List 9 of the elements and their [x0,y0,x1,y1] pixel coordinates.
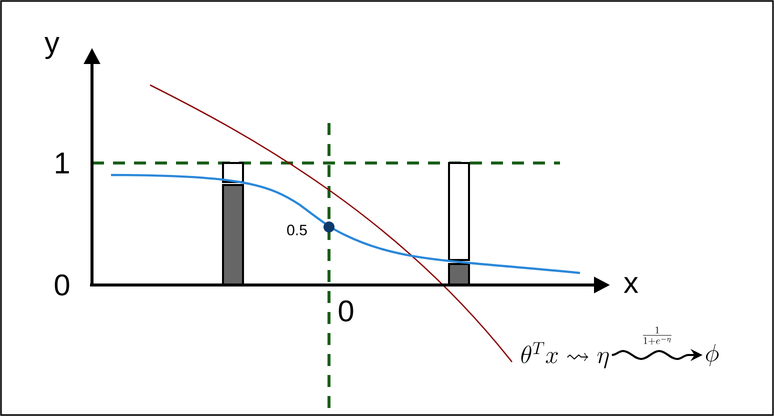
formula: $\theta^T x \rightsquigarrow \eta$ [521,342,609,368]
tick-label: 1 [56,152,69,174]
tick-label: 0 [54,274,70,296]
edge-label: $\frac{1}{1+e^{-\eta}}$ [642,326,672,345]
tick-label: 0 [338,300,354,322]
axis-label: x [624,277,638,293]
formula: $\phi$ [706,344,719,366]
axis-label: y [44,36,60,60]
point-label: 0.5 [287,224,307,236]
